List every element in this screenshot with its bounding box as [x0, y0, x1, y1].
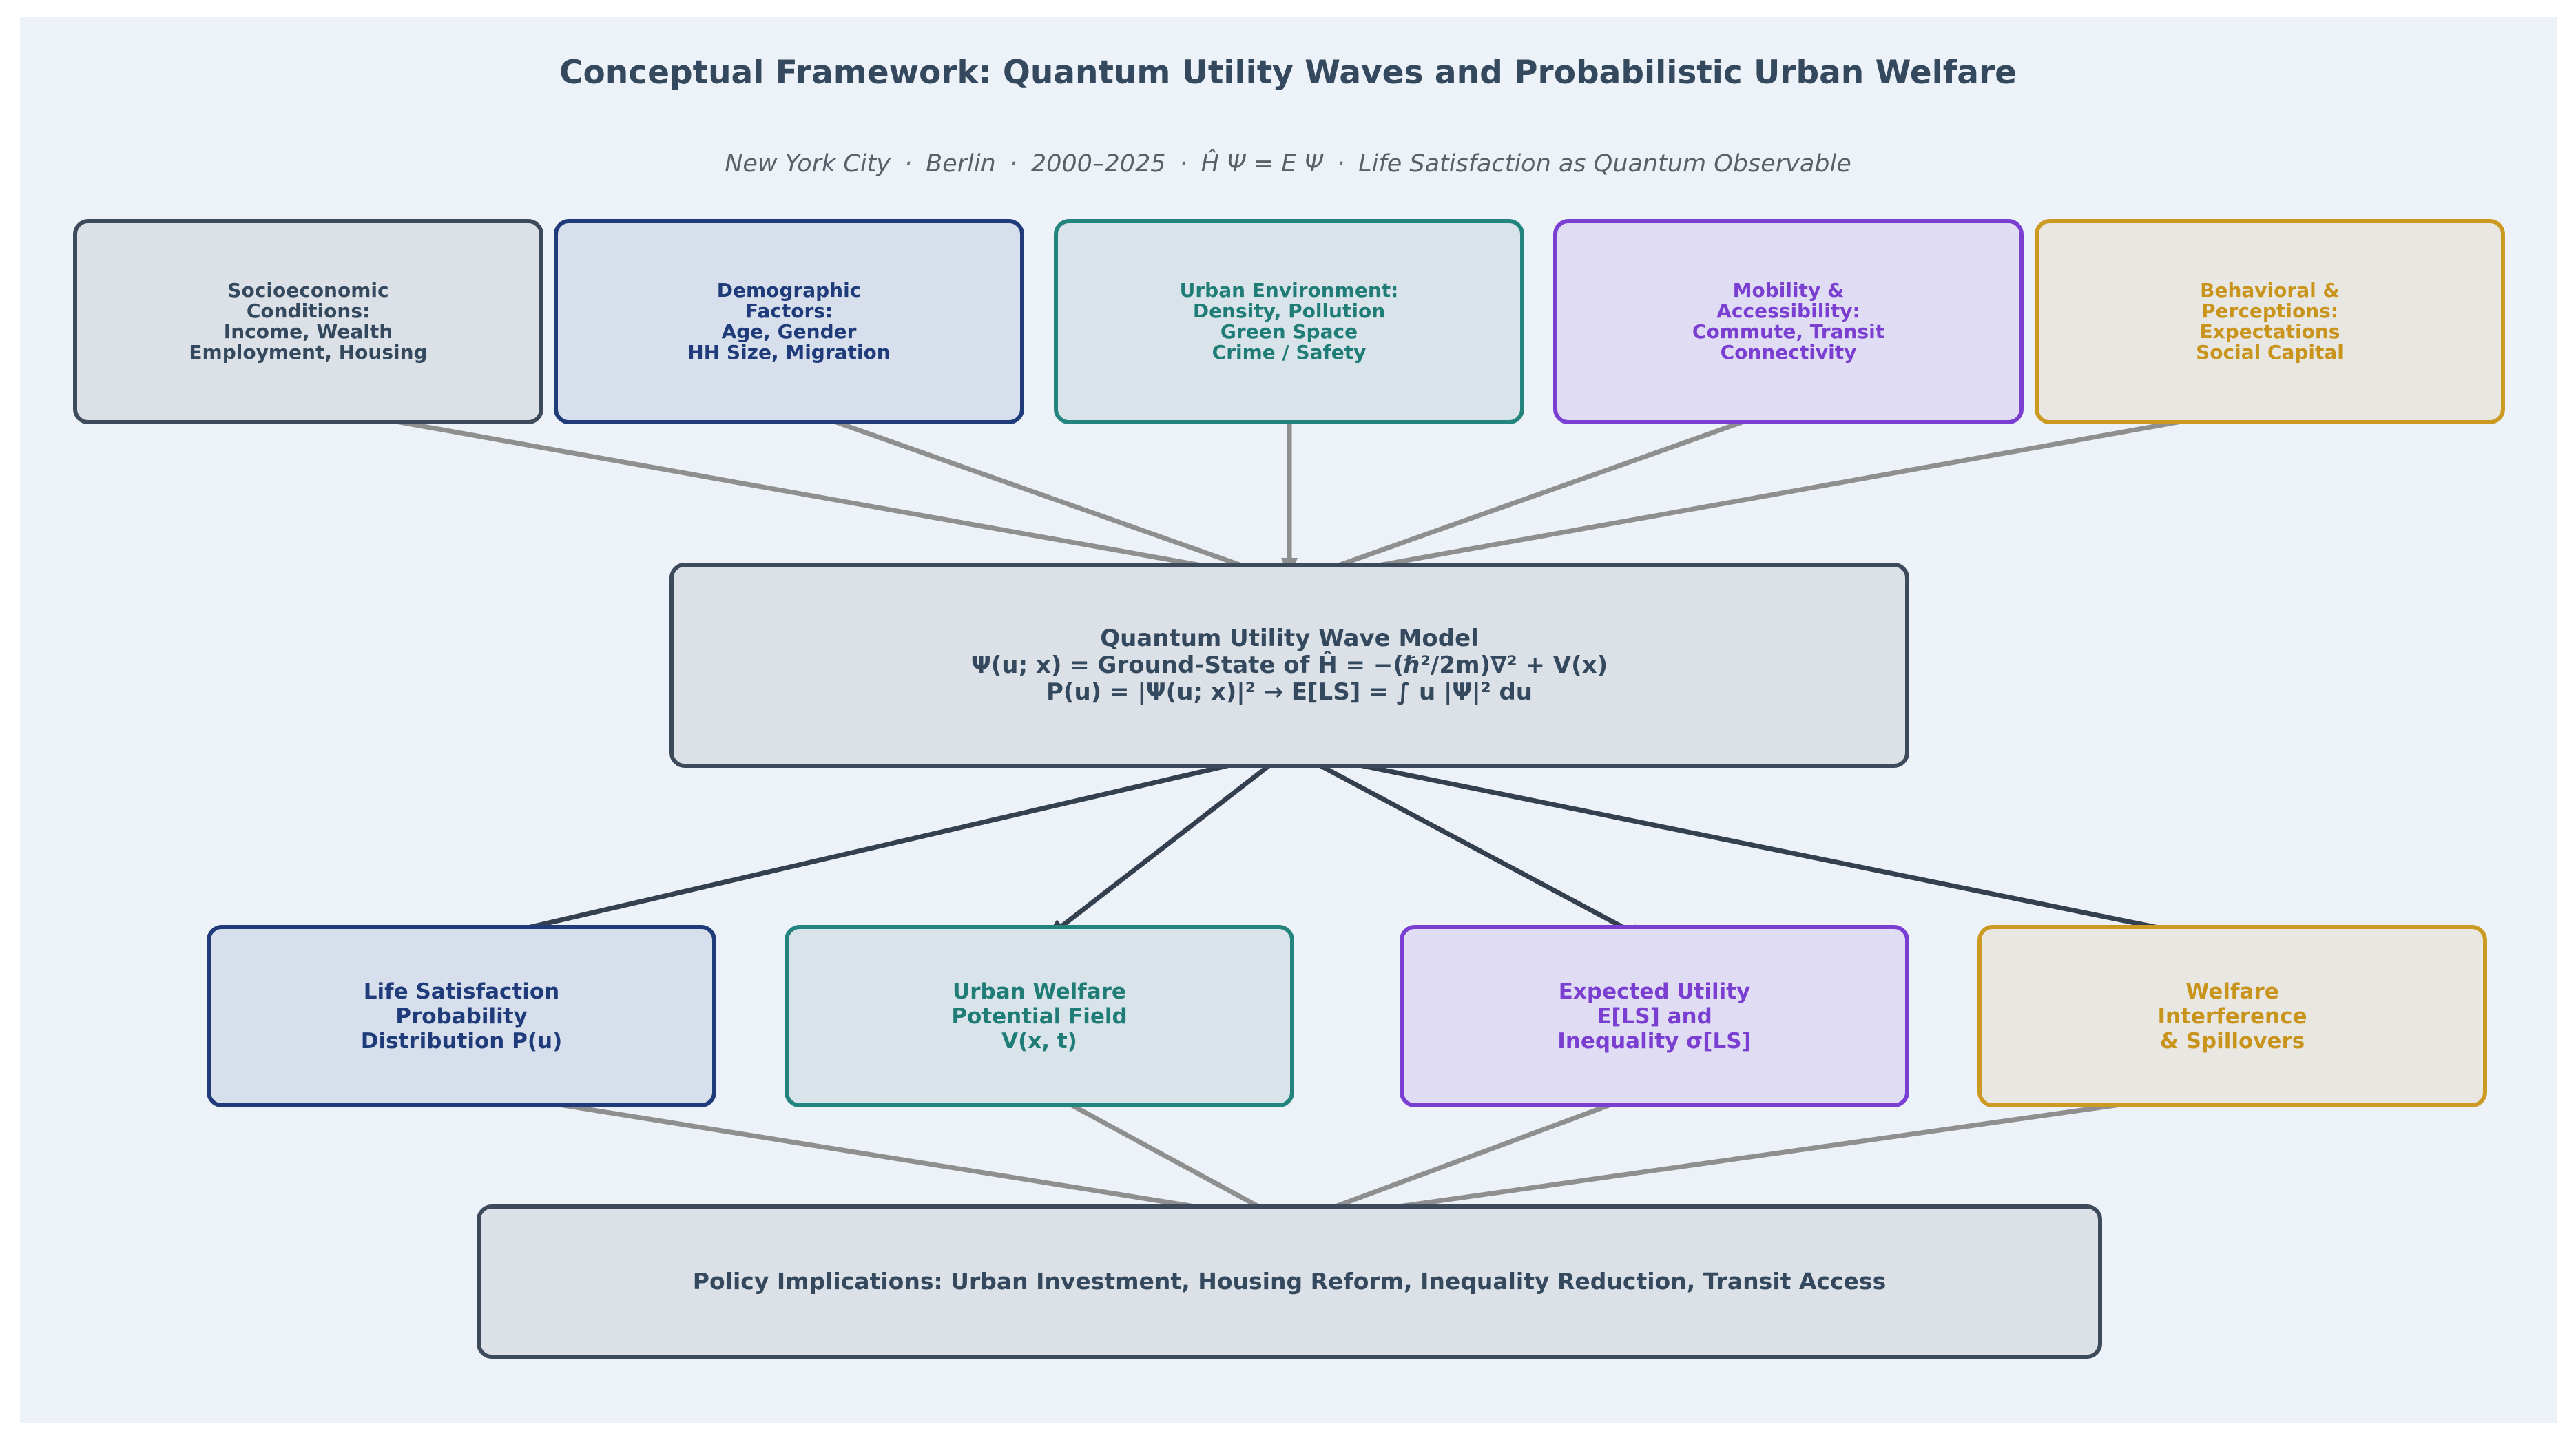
box-text-line: Urban Environment:: [1179, 279, 1399, 302]
box-text-line: Socioeconomic: [227, 279, 389, 302]
box-text-line: E[LS] and: [1597, 1003, 1712, 1029]
box-text-line: Density, Pollution: [1192, 300, 1386, 322]
box-text-line: Perceptions:: [2201, 300, 2338, 322]
box-text-line: Age, Gender: [721, 320, 857, 343]
subtitle-part: Ĥ Ψ = E Ψ: [1201, 150, 1324, 178]
box-text-line: & Spillovers: [2159, 1028, 2305, 1054]
box-text-line: V(x, t): [1001, 1028, 1077, 1054]
diagram-subtitle: New York City · Berlin · 2000–2025 · Ĥ Ψ = E Ψ…: [0, 150, 2576, 178]
subtitle-part: Berlin: [926, 150, 996, 178]
input-box-mobility: Mobility &Accessibility:Commute, Transit…: [1553, 219, 2024, 424]
box-text-line: Mobility &: [1732, 279, 1845, 302]
box-text-line: Probability: [395, 1003, 528, 1029]
box-text-line: Policy Implications: Urban Investment, H…: [692, 1268, 1887, 1295]
diagram-title: Conceptual Framework: Quantum Utility Wa…: [559, 54, 2017, 92]
box-text-line: Green Space: [1220, 320, 1358, 343]
arrow-input-to-model: [789, 404, 1282, 581]
box-text-line: Factors:: [745, 300, 833, 322]
arrow-input-to-model: [1281, 407, 1298, 578]
box-text-line: Behavioral &: [2200, 279, 2340, 302]
subtitle-part: 2000–2025: [1030, 150, 1166, 178]
subtitle-separator: ·: [1337, 150, 1345, 178]
subtitle-separator: ·: [1009, 150, 1017, 178]
box-text-line: Expectations: [2199, 320, 2340, 343]
box-text-line: Demographic: [716, 279, 862, 302]
subtitle-part: New York City: [725, 150, 891, 178]
arrow-input-to-model: [1298, 404, 1789, 581]
subtitle-part: Life Satisfaction as Quantum Observable: [1358, 150, 1851, 178]
box-text-line: Inequality σ[LS]: [1557, 1028, 1752, 1054]
box-text-line: Interference: [2157, 1003, 2307, 1029]
box-text-line: Conditions:: [246, 300, 371, 322]
box-text-line: Connectivity: [1720, 341, 1857, 364]
box-text-line: Crime / Safety: [1212, 341, 1367, 364]
box-text-line: Income, Wealth: [223, 320, 393, 343]
arrow-output-to-policy: [1296, 1087, 1654, 1222]
box-text-line: P(u) = |Ψ(u; x)|² → E[LS] = ∫ u |Ψ|² du: [1046, 678, 1533, 706]
arrow-input-to-model: [309, 404, 1282, 585]
box-text-line: Urban Welfare: [953, 979, 1126, 1004]
box-text-line: Commute, Transit: [1692, 320, 1885, 343]
arrow-model-to-output: [1292, 749, 1650, 941]
subtitle-separator: ·: [1179, 150, 1187, 178]
box-text-line: HH Size, Migration: [687, 341, 891, 364]
box-text-line: Expected Utility: [1558, 979, 1751, 1004]
box-text-line: Distribution P(u): [360, 1028, 563, 1054]
box-text-line: Welfare: [2185, 979, 2279, 1004]
policy-implications-box: Policy Implications: Urban Investment, H…: [477, 1204, 2102, 1359]
arrow-input-to-model: [1298, 404, 2269, 585]
box-text-line: Potential Field: [951, 1003, 1128, 1029]
box-text-line: Quantum Utility Wave Model: [1100, 624, 1479, 652]
box-text-line: Accessibility:: [1716, 300, 1860, 322]
subtitle-separator: ·: [904, 150, 913, 178]
box-text-line: Life Satisfaction: [363, 979, 560, 1004]
box-text-line: Ψ(u; x) = Ground-State of Ĥ = −(ℏ²/2m)∇²…: [970, 651, 1608, 679]
arrow-model-to-output: [1292, 749, 2226, 946]
box-text-line: Social Capital: [2196, 341, 2344, 364]
box-text-line: Employment, Housing: [189, 341, 428, 364]
